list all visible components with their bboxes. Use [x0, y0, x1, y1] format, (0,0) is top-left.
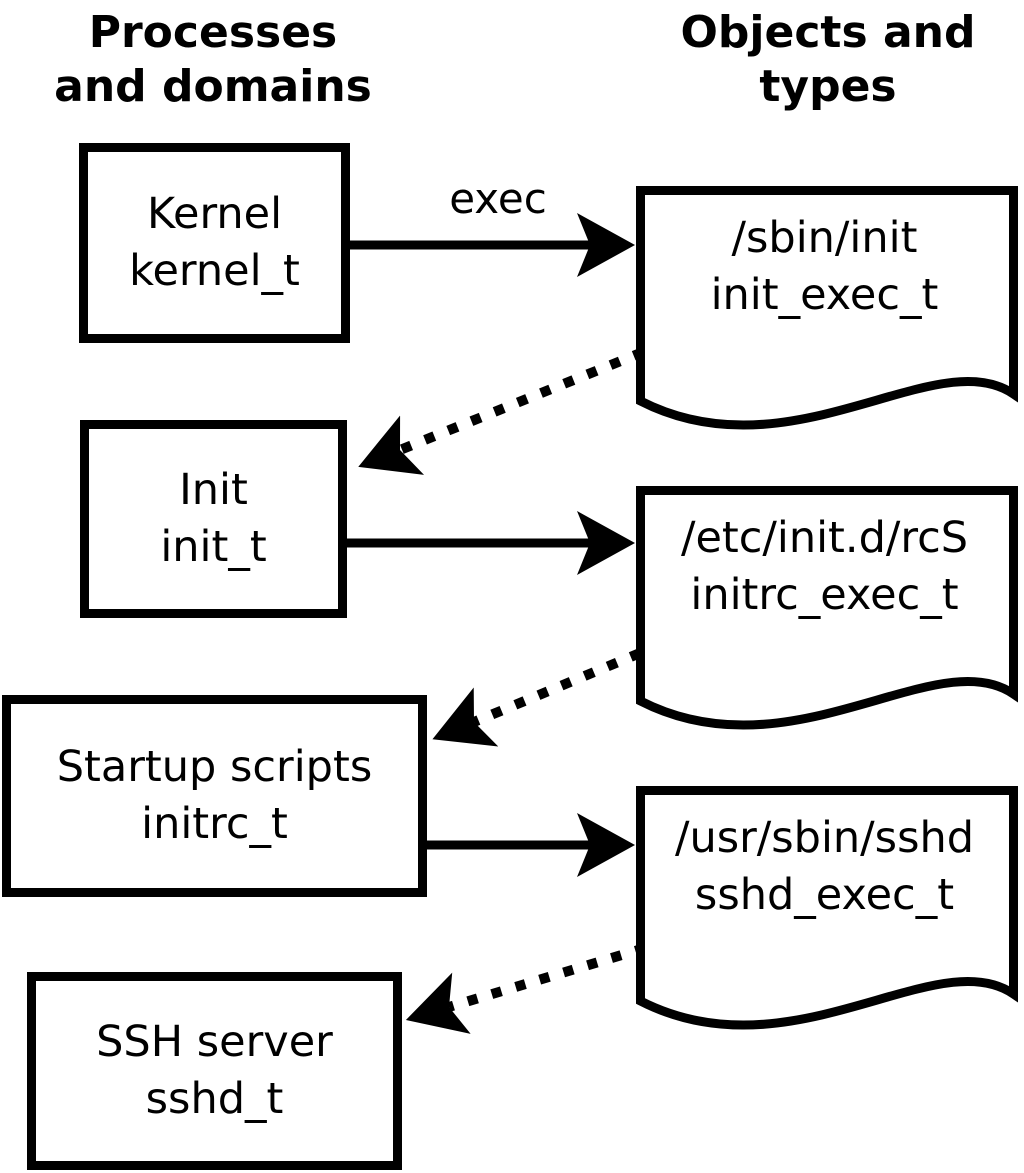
header-line: and domains: [54, 61, 372, 112]
object-type: initrc_exec_t: [690, 570, 959, 620]
dotted-arrow-sbininit-to-init: [358, 347, 645, 475]
object-path: /usr/sbin/sshd: [674, 813, 975, 863]
object-doc-init-exec: /sbin/init init_exec_t: [636, 186, 1018, 454]
process-domain: init_t: [160, 522, 267, 572]
dotted-arrow-rcs-to-initrc: [432, 648, 642, 747]
process-box-init: Init init_t: [80, 420, 347, 618]
process-name: Kernel: [146, 189, 283, 239]
process-name: SSH server: [96, 1017, 333, 1067]
object-path: /etc/init.d/rcS: [680, 513, 969, 563]
process-domain: sshd_t: [145, 1074, 284, 1124]
process-box-startup-scripts: Startup scripts initrc_t: [2, 695, 427, 897]
header-line: Objects and: [680, 7, 976, 58]
process-name: Init: [179, 465, 248, 515]
process-box-ssh-server: SSH server sshd_t: [27, 972, 402, 1170]
dotted-arrow-sshdexec-to-sshd: [405, 943, 647, 1034]
object-doc-sshd-exec: /usr/sbin/sshd sshd_exec_t: [636, 786, 1018, 1054]
process-domain: initrc_t: [141, 799, 288, 849]
exec-arrow-label: exec: [449, 174, 547, 223]
document-shape-icon: [636, 786, 1018, 1030]
column-header-processes: Processes and domains: [0, 6, 426, 114]
document-shape-icon: [636, 186, 1018, 430]
document-shape-icon: [636, 486, 1018, 730]
object-type: init_exec_t: [710, 270, 939, 320]
process-domain: kernel_t: [129, 246, 300, 296]
header-line: types: [759, 61, 897, 112]
process-box-kernel: Kernel kernel_t: [79, 143, 350, 343]
column-header-objects: Objects and types: [630, 6, 1024, 114]
header-line: Processes: [88, 7, 338, 58]
process-name: Startup scripts: [56, 742, 373, 792]
object-type: sshd_exec_t: [694, 870, 955, 920]
object-path: /sbin/init: [731, 213, 918, 263]
object-doc-initrc-exec: /etc/init.d/rcS initrc_exec_t: [636, 486, 1018, 754]
